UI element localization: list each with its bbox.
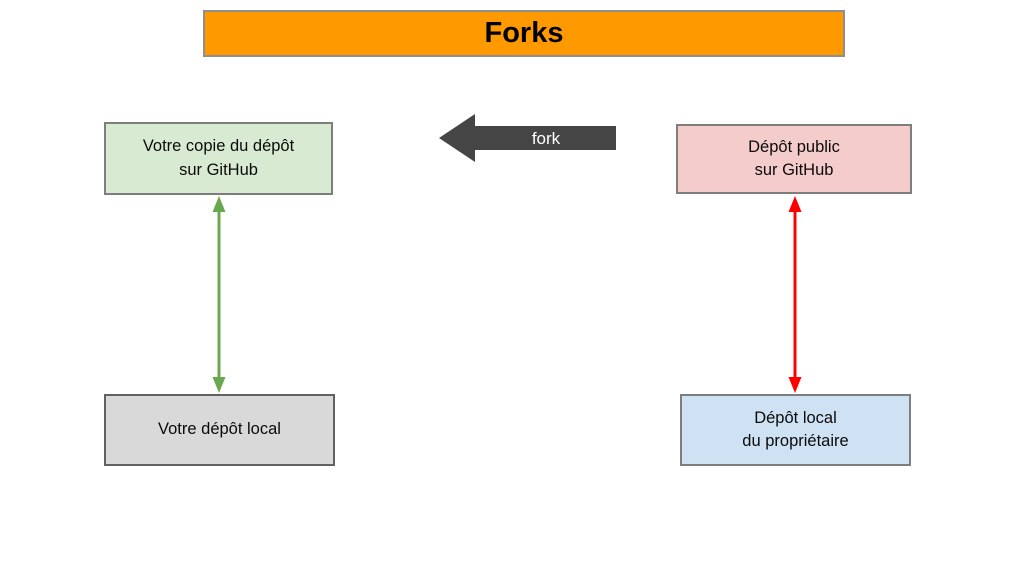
node-label-line: Dépôt local xyxy=(754,408,837,427)
node-label-line: sur GitHub xyxy=(179,160,258,179)
red-arrow-head-bottom xyxy=(788,377,802,393)
node-label-line: sur GitHub xyxy=(754,161,834,179)
red-arrow-head-top xyxy=(788,196,802,212)
node-label-line: Votre copie du dépôt xyxy=(142,137,295,156)
title-banner: Forks xyxy=(203,10,845,57)
node-label-line: Dépôt public xyxy=(748,137,840,156)
node-fork-copy-github: Votre copie du dépôt sur GitHub xyxy=(104,122,333,195)
fork-arrow-label: fork xyxy=(532,129,561,148)
node-label-line: Votre dépôt local xyxy=(158,420,281,439)
diagram-title: Forks xyxy=(484,17,564,49)
red-double-arrow-icon xyxy=(788,196,802,393)
green-arrow-head-top xyxy=(212,196,226,212)
node-label-line: du propriétaire xyxy=(742,432,849,450)
fork-arrow-shape xyxy=(439,114,616,162)
fork-arrow-icon: fork xyxy=(439,114,616,162)
node-your-local-repo: Votre dépôt local xyxy=(104,394,335,466)
node-public-repo-github: Dépôt public sur GitHub xyxy=(676,124,912,194)
node-owner-local-repo: Dépôt local du propriétaire xyxy=(680,394,911,466)
green-arrow-head-bottom xyxy=(212,377,226,393)
green-double-arrow-icon xyxy=(212,196,226,393)
